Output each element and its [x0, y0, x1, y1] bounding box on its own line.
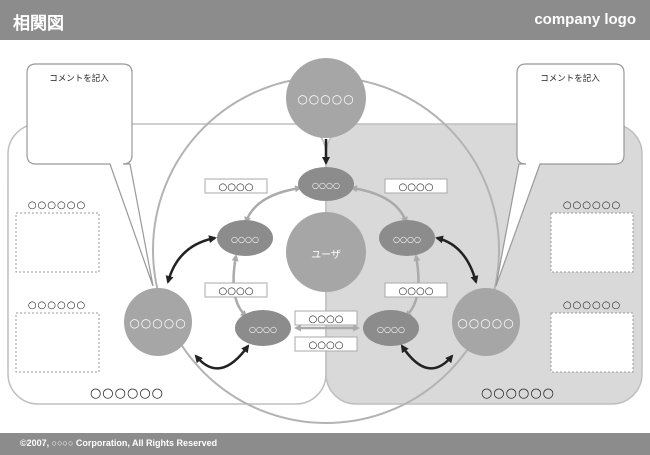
left-item1-label: ○○○○○○ — [28, 200, 86, 211]
edge-label-top-left-box[interactable] — [204, 178, 268, 194]
right-callout — [495, 63, 625, 287]
edge-label-top-right-box[interactable] — [384, 178, 448, 194]
right-node-label: ○○○○○ — [457, 316, 514, 330]
user-node[interactable] — [286, 212, 366, 292]
page-title: 相関図 — [13, 14, 64, 34]
small-node-mid-left-label: ○○○○ — [231, 235, 259, 244]
right-item2-box[interactable] — [550, 312, 634, 373]
small-node-mid-right[interactable] — [379, 220, 435, 256]
footer-bar: ©2007, ○○○○ Corporation, All Rights Rese… — [0, 433, 650, 455]
arrow-right-node-to-botright — [400, 344, 454, 370]
small-node-bottom-right[interactable] — [363, 310, 419, 346]
company-logo: company logo — [534, 11, 636, 28]
arrow-right-node-to-midright — [435, 235, 479, 284]
edge-label-bottom-bottom: ○○○○ — [309, 340, 344, 351]
small-node-bottom-left[interactable] — [235, 310, 291, 346]
left-node[interactable] — [124, 288, 192, 356]
left-item2-box[interactable] — [15, 312, 100, 373]
arrow-left-node-to-botleft — [194, 344, 250, 370]
small-node-top[interactable] — [298, 167, 354, 201]
right-item2-label: ○○○○○○ — [563, 300, 621, 311]
edge-label-mid-right-box[interactable] — [384, 282, 448, 298]
edge-label-bottom-bottom-box[interactable] — [294, 336, 358, 352]
edge-label-bottom-top-box[interactable] — [294, 310, 358, 326]
right-node[interactable] — [452, 288, 520, 356]
right-callout-text: コメントを記入 — [540, 73, 600, 84]
edge-label-mid-left-box[interactable] — [204, 282, 268, 298]
small-node-bottom-left-label: ○○○○ — [249, 325, 277, 334]
edge-label-top-left: ○○○○ — [219, 182, 254, 193]
right-item1-box[interactable] — [550, 212, 634, 273]
top-node[interactable] — [286, 58, 366, 138]
small-node-mid-left[interactable] — [217, 220, 273, 256]
edge-label-bottom-top: ○○○○ — [309, 314, 344, 325]
small-node-top-label: ○○○○ — [312, 181, 340, 190]
small-node-bottom-right-label: ○○○○ — [377, 325, 405, 334]
left-group-label: ○○○○○○ — [90, 386, 164, 401]
small-node-mid-right-label: ○○○○ — [393, 235, 421, 244]
right-item1-label: ○○○○○○ — [563, 200, 621, 211]
header-bar: 相関図 company logo — [0, 0, 650, 40]
edge-label-mid-right: ○○○○ — [399, 286, 434, 297]
user-node-label: ユーザ — [311, 249, 341, 261]
arrow-top-to-midleft — [244, 185, 302, 224]
right-group-label: ○○○○○○ — [481, 386, 555, 401]
arrow-left-node-to-midleft — [165, 235, 217, 284]
left-callout — [26, 63, 154, 287]
left-item1-box[interactable] — [15, 212, 100, 273]
copyright-text: ©2007, ○○○○ Corporation, All Rights Rese… — [20, 438, 218, 448]
left-node-label: ○○○○○ — [129, 316, 186, 330]
left-callout-text: コメントを記入 — [49, 73, 109, 84]
edge-label-top-right: ○○○○ — [399, 182, 434, 193]
edge-label-mid-left: ○○○○ — [219, 286, 254, 297]
arrow-top-to-midright — [350, 185, 408, 224]
top-node-label: ○○○○○ — [297, 92, 354, 106]
left-item2-label: ○○○○○○ — [28, 300, 86, 311]
